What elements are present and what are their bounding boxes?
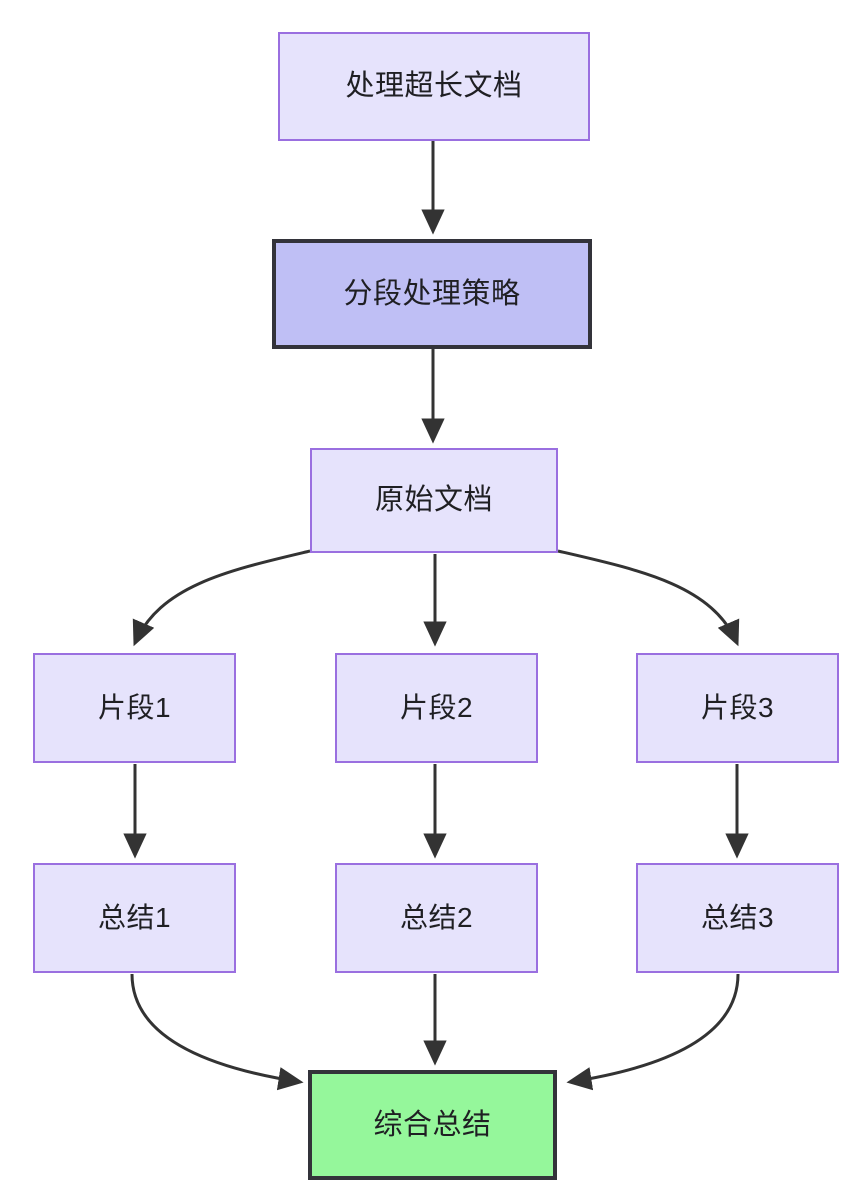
node-label: 片段1 — [97, 692, 172, 724]
node-label: 分段处理策略 — [343, 277, 521, 310]
node-comprehensive-summary[interactable]: 综合总结 — [308, 1070, 557, 1180]
node-summary-1[interactable]: 总结1 — [33, 863, 236, 973]
node-label: 处理超长文档 — [345, 70, 523, 103]
node-fragment-2[interactable]: 片段2 — [335, 653, 538, 763]
node-label: 原始文档 — [374, 484, 493, 517]
node-label: 总结3 — [700, 902, 775, 934]
edge-n9-n10 — [566, 973, 740, 1091]
node-process-long-document[interactable]: 处理超长文档 — [278, 32, 590, 141]
edge-n3-n6 — [557, 549, 740, 647]
node-fragment-1[interactable]: 片段1 — [33, 653, 236, 763]
node-label: 片段3 — [700, 692, 775, 724]
node-chunking-strategy[interactable]: 分段处理策略 — [272, 239, 592, 349]
node-summary-2[interactable]: 总结2 — [335, 863, 538, 973]
node-label: 总结2 — [399, 902, 474, 934]
node-label: 综合总结 — [373, 1108, 492, 1141]
node-summary-3[interactable]: 总结3 — [636, 863, 839, 973]
node-fragment-3[interactable]: 片段3 — [636, 653, 839, 763]
node-label: 片段2 — [399, 692, 474, 724]
node-label: 总结1 — [97, 902, 172, 934]
edge-n3-n4 — [132, 549, 311, 647]
edge-n7-n10 — [130, 973, 304, 1091]
node-original-document[interactable]: 原始文档 — [310, 448, 558, 553]
